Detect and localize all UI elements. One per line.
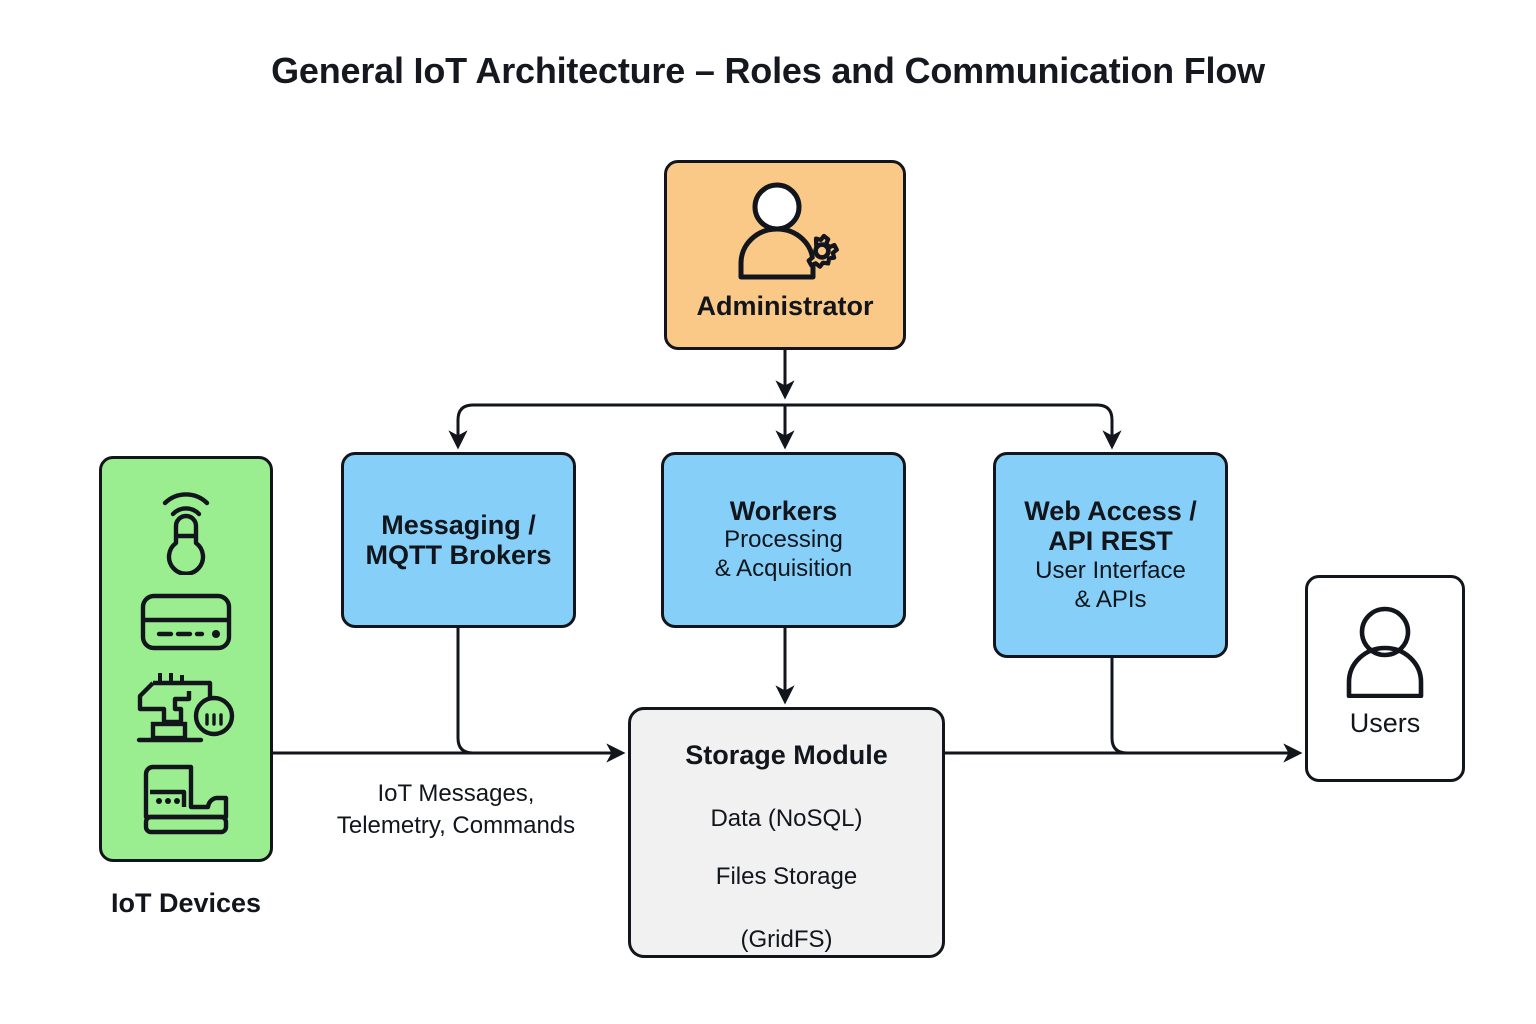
edge-bus-to-webaccess [785,403,1122,450]
industrial-robot-arm-icon [136,672,235,742]
node-users[interactable]: Users [1305,575,1465,782]
wireless-temperature-sensor-icon [162,491,210,575]
edge-bus-to-messaging [448,403,785,450]
node-messaging-mqtt-brokers[interactable]: Messaging / MQTT Brokers [341,452,576,628]
node-webaccess-line2: API REST [1048,526,1173,557]
node-workers-line1: Processing [724,526,843,554]
user-gear-icon [738,182,839,280]
edge-label-line2: Telemetry, Commands [336,811,576,839]
node-webaccess-sub2: & APIs [1074,585,1147,613]
node-workers-title: Workers [729,495,838,526]
node-storage-title: Storage Module [685,740,888,770]
node-messaging-line1: Messaging / [381,509,536,540]
node-storage-sub3: (GridFS) [740,926,833,954]
node-web-access-api-rest[interactable]: Web Access / API REST User Interface & A… [993,452,1228,658]
node-workers-line2: & Acquisition [714,555,853,583]
gateway-router-icon [140,593,232,650]
node-storage-module[interactable]: Storage Module Data (NoSQL) Files Storag… [628,707,945,958]
edge-label-line1: IoT Messages, [377,780,535,807]
node-users-label: Users [1349,708,1421,738]
user-icon [1346,606,1424,698]
edge-messaging-to-trunk [456,628,474,755]
node-webaccess-line1: Web Access / [1024,495,1197,526]
page-title: General IoT Architecture – Roles and Com… [271,50,1265,91]
edge-label-devices-to-storage: IoT Messages, Telemetry, Commands [288,778,624,841]
node-webaccess-sub1: User Interface [1035,556,1186,584]
edge-webaccess-to-trunk [1110,658,1128,755]
node-iot-devices-label: IoT Devices [110,888,262,918]
node-storage-sub1: Data (NoSQL) [710,804,863,832]
node-administrator[interactable]: Administrator [664,160,906,350]
node-storage-sub2: Files Storage [715,863,858,891]
node-administrator-label: Administrator [696,291,874,321]
industrial-machine-icon [143,764,229,834]
node-iot-devices[interactable] [99,456,273,862]
node-messaging-line2: MQTT Brokers [365,540,552,570]
node-workers[interactable]: Workers Processing & Acquisition [661,452,906,628]
